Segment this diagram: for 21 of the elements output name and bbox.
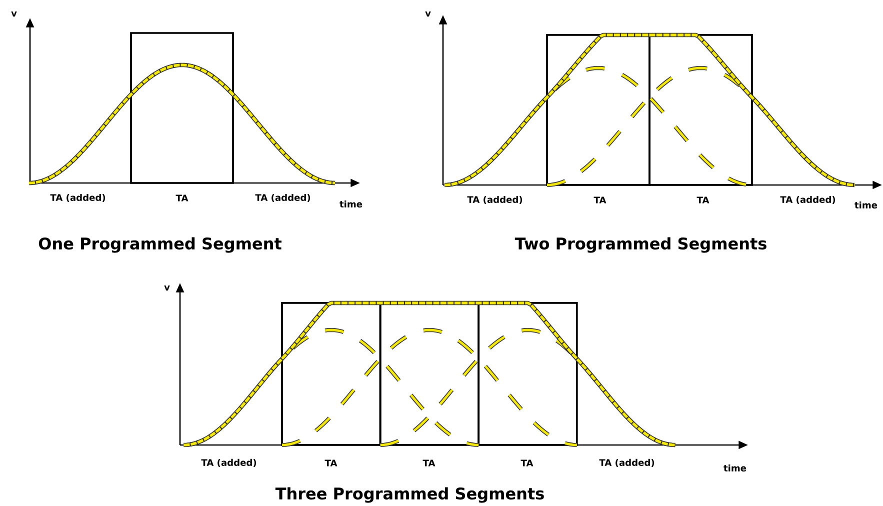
- interval-label: TA: [324, 460, 338, 466]
- caption: Three Programmed Segments: [275, 487, 544, 503]
- interval-label: TA (added): [50, 194, 106, 202]
- interval-label: TA (added): [201, 458, 256, 468]
- axis-label: time: [724, 464, 746, 472]
- axis-label: time: [340, 200, 362, 208]
- interval-label: TA: [594, 196, 606, 204]
- caption: Two Programmed Segments: [514, 237, 766, 253]
- axis-label: time: [854, 201, 878, 208]
- interval-label: TA: [696, 196, 710, 204]
- axis-label: v: [425, 12, 431, 16]
- axis-label: v: [164, 286, 170, 290]
- interval-label: TA (added): [780, 196, 836, 204]
- interval-label: TA: [176, 194, 188, 202]
- interval-label: TA (added): [599, 458, 654, 468]
- interval-label: TA: [520, 460, 534, 466]
- interval-label: TA (added): [467, 196, 522, 204]
- interval-label: TA: [422, 460, 436, 466]
- caption: One Programmed Segment: [38, 237, 282, 253]
- axis-label: v: [11, 12, 17, 16]
- interval-label: TA (added): [255, 194, 310, 202]
